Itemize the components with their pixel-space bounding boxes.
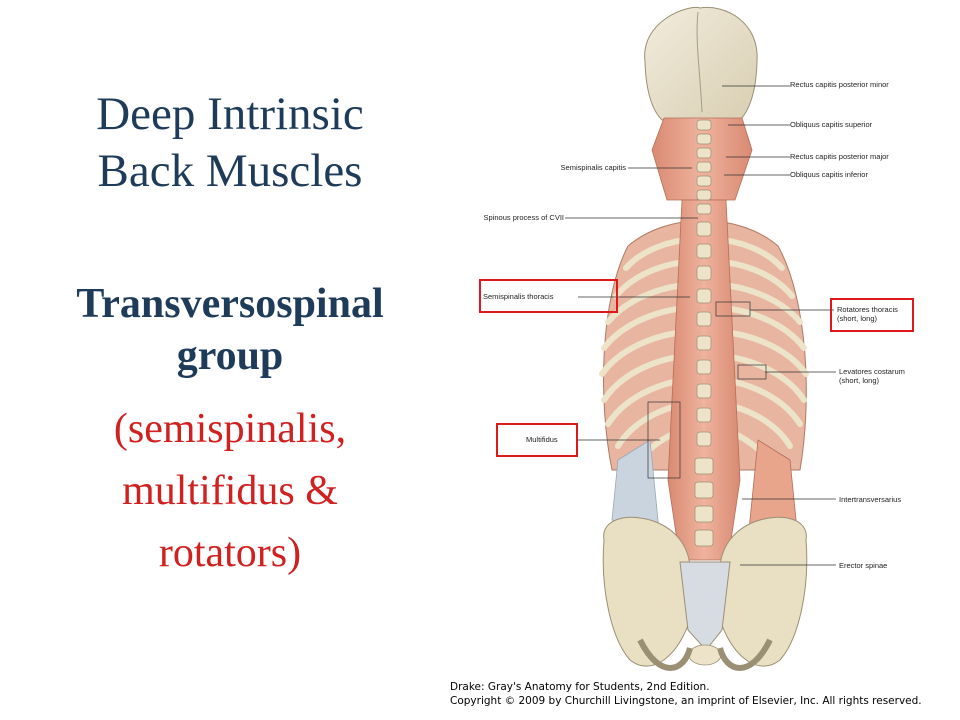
highlight-rotatores-thoracis <box>830 298 914 332</box>
pubic-region <box>688 644 722 666</box>
label-rectus-capitis-posterior-major: Rectus capitis posterior major <box>790 152 889 161</box>
pelvis-right <box>719 516 808 667</box>
skull-suture <box>696 11 703 113</box>
group-heading: Transversospinal group <box>0 278 460 382</box>
ischium-right <box>717 638 773 671</box>
group-members: (semispinalis, multifidus & rotators) <box>0 398 460 584</box>
highlight-multifidus <box>496 423 578 457</box>
members-line-1: (semispinalis, <box>113 406 347 452</box>
label-intertransversarius: Intertransversarius <box>839 495 902 504</box>
title-line-1: Deep Intrinsic <box>96 88 364 140</box>
title-line-2: Back Muscles <box>97 145 363 197</box>
label-levatores-line-2: (short, long) <box>839 376 880 385</box>
label-rotatores-thoracis: Rotatores thoracis (short, long) <box>837 305 898 323</box>
skull <box>644 6 758 121</box>
label-erector-spinae: Erector spinae <box>839 561 888 570</box>
label-obliquus-capitis-superior: Obliquus capitis superior <box>790 120 873 129</box>
members-line-2: multifidus & <box>122 468 338 514</box>
sacrum <box>679 561 731 651</box>
vertebral-column <box>694 119 714 547</box>
anatomy-figure: Rectus capitis posterior minor Obliquus … <box>440 0 960 720</box>
members-line-3: rotators) <box>158 530 302 576</box>
label-obliquus-capitis-inferior: Obliquus capitis inferior <box>790 170 868 179</box>
label-semispinalis-thoracis: Semispinalis thoracis <box>483 292 554 301</box>
caption-line-2: Copyright © 2009 by Churchill Livingston… <box>450 695 922 707</box>
back-muscles-illustration <box>565 6 836 671</box>
highlight-semispinalis-thoracis <box>479 279 618 313</box>
pelvis <box>602 516 691 667</box>
caption-line-1: Drake: Gray's Anatomy for Students, 2nd … <box>450 681 710 693</box>
slide-title: Deep Intrinsic Back Muscles <box>0 86 460 200</box>
label-levatores-line-1: Levatores costarum <box>839 367 905 376</box>
slide-text-panel: Deep Intrinsic Back Muscles Transversosp… <box>0 0 460 720</box>
ischium-left <box>637 638 693 671</box>
label-rotatores-line-1: Rotatores thoracis <box>837 305 898 314</box>
group-line-1: Transversospinal <box>76 281 384 327</box>
figure-caption: Drake: Gray's Anatomy for Students, 2nd … <box>450 680 956 708</box>
label-spinous-process-cvii: Spinous process of CVII <box>483 213 564 222</box>
label-rotatores-line-2: (short, long) <box>837 314 878 323</box>
label-semispinalis-capitis: Semispinalis capitis <box>560 163 626 172</box>
leader-lines <box>565 85 836 566</box>
label-rectus-capitis-posterior-minor: Rectus capitis posterior minor <box>790 80 889 89</box>
label-levatores-costarum: Levatores costarum (short, long) <box>839 367 905 385</box>
neck-muscles <box>651 117 753 201</box>
group-line-2: group <box>176 333 284 379</box>
label-multifidus: Multifidus <box>526 435 558 444</box>
